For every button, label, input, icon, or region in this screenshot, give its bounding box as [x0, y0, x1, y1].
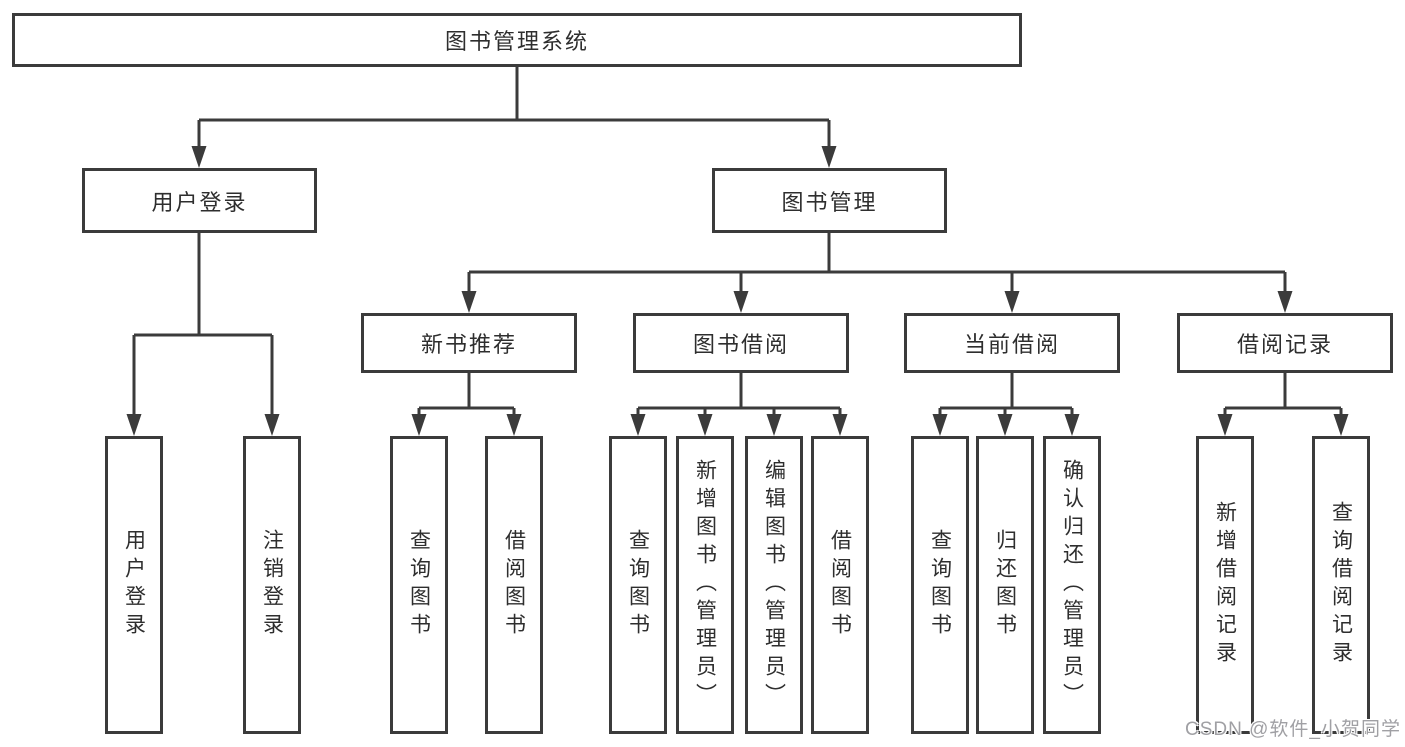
- leaf-records-add-record-label: 新增借阅记录: [1213, 501, 1237, 669]
- arrowhead-icons: [126, 146, 1349, 436]
- leaf-borrow-add-books-admin-label: 新增图书（管理员）: [693, 459, 717, 711]
- node-current-borrowing-label: 当前借阅: [963, 332, 1060, 357]
- leaf-borrow-edit-books-admin: 编辑图书（管理员）: [745, 436, 803, 734]
- node-book-borrowing-label: 图书借阅: [692, 332, 789, 357]
- leaf-borrow-add-books-admin: 新增图书（管理员）: [676, 436, 734, 734]
- node-new-book-recommend-label: 新书推荐: [420, 332, 517, 357]
- leaf-newrec-borrow-books-label: 借阅图书: [502, 529, 526, 641]
- leaf-user-login: 用户登录: [105, 436, 163, 734]
- node-user-login: 用户登录: [82, 168, 317, 233]
- node-borrowing-records: 借阅记录: [1177, 313, 1393, 373]
- node-user-login-label: 用户登录: [151, 189, 248, 215]
- leaf-records-query-record-label: 查询借阅记录: [1329, 501, 1353, 669]
- leaf-newrec-borrow-books: 借阅图书: [485, 436, 543, 734]
- watermark: CSDN @软件_小贺同学: [1185, 719, 1401, 740]
- leaf-current-return-books: 归还图书: [976, 436, 1034, 734]
- leaf-current-query-books: 查询图书: [911, 436, 969, 734]
- leaf-records-add-record: 新增借阅记录: [1196, 436, 1254, 734]
- leaf-borrow-edit-books-admin-label: 编辑图书（管理员）: [762, 459, 786, 711]
- leaf-newrec-query-books-label: 查询图书: [407, 529, 431, 641]
- node-new-book-recommend: 新书推荐: [361, 313, 577, 373]
- node-borrowing-records-label: 借阅记录: [1236, 332, 1333, 357]
- leaf-current-confirm-return-admin-label: 确认归还（管理员）: [1060, 459, 1084, 711]
- leaf-logout-label: 注销登录: [260, 529, 284, 641]
- tree-edges: [132, 67, 1343, 417]
- leaf-records-query-record: 查询借阅记录: [1312, 436, 1370, 734]
- leaf-borrow-borrow-books: 借阅图书: [811, 436, 869, 734]
- leaf-borrow-borrow-books-label: 借阅图书: [828, 529, 852, 641]
- leaf-logout: 注销登录: [243, 436, 301, 734]
- node-book-management: 图书管理: [712, 168, 947, 233]
- leaf-borrow-query-books-label: 查询图书: [626, 529, 650, 641]
- leaf-user-login-label: 用户登录: [122, 529, 146, 641]
- leaf-current-return-books-label: 归还图书: [993, 529, 1017, 641]
- node-book-borrowing: 图书借阅: [633, 313, 849, 373]
- node-book-management-label: 图书管理: [781, 189, 878, 215]
- leaf-current-confirm-return-admin: 确认归还（管理员）: [1043, 436, 1101, 734]
- leaf-current-query-books-label: 查询图书: [928, 529, 952, 641]
- leaf-newrec-query-books: 查询图书: [390, 436, 448, 734]
- node-library-system: 图书管理系统: [12, 13, 1022, 67]
- leaf-borrow-query-books: 查询图书: [609, 436, 667, 734]
- node-library-system-label: 图书管理系统: [444, 29, 589, 54]
- node-current-borrowing: 当前借阅: [904, 313, 1120, 373]
